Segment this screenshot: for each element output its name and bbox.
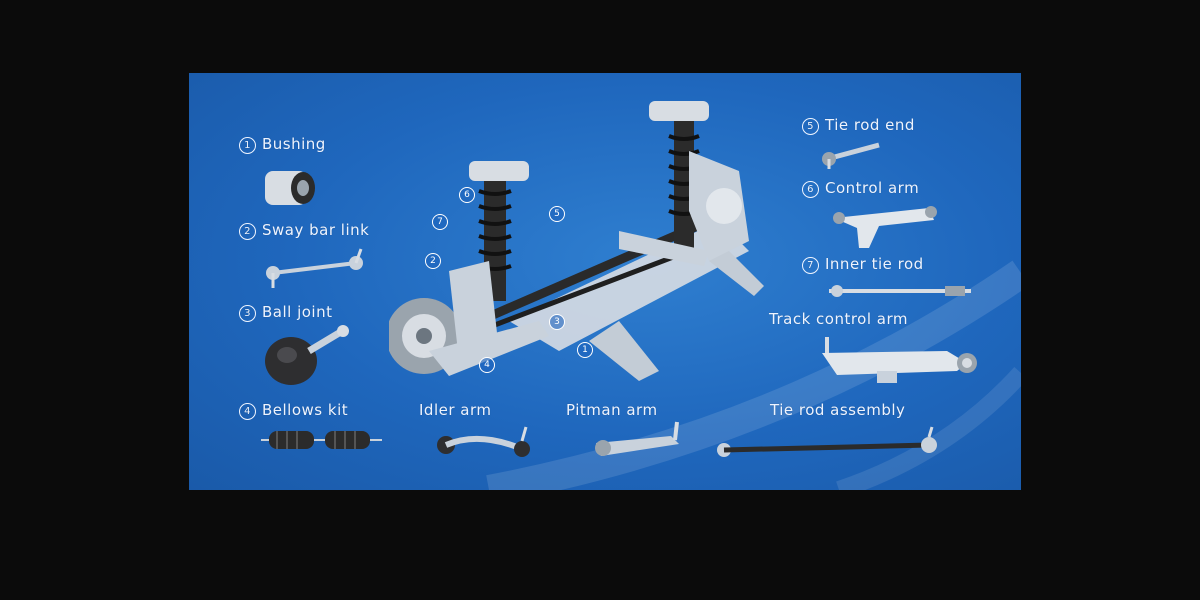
pitman-arm-image [595, 421, 679, 456]
callout-3: 3 [549, 314, 565, 330]
decorative-swoosh [486, 260, 1021, 490]
control-arm-image [833, 206, 937, 248]
callout-2: 2 [425, 253, 441, 269]
sway-bar-link-image [266, 248, 363, 288]
callout-6: 6 [459, 187, 475, 203]
ball-joint-image [265, 325, 349, 385]
bellows-kit-image [261, 431, 382, 449]
callout-1: 1 [577, 342, 593, 358]
idler-arm-image [437, 426, 530, 457]
suspension-assembly-image [389, 101, 764, 381]
callout-5: 5 [549, 206, 565, 222]
tie-rod-end-image [822, 142, 880, 169]
label-idler-arm: Idler arm [419, 401, 492, 419]
track-control-arm-image [822, 337, 977, 383]
bushing-image [265, 171, 315, 205]
label-track-control-arm: Track control arm [769, 310, 908, 328]
callout-7: 7 [432, 214, 448, 230]
callout-4: 4 [479, 357, 495, 373]
inner-tie-rod-image [829, 285, 971, 297]
label-tie-rod-assembly: Tie rod assembly [770, 401, 906, 419]
label-pitman-arm: Pitman arm [566, 401, 658, 419]
tie-rod-assembly-image [717, 426, 937, 457]
